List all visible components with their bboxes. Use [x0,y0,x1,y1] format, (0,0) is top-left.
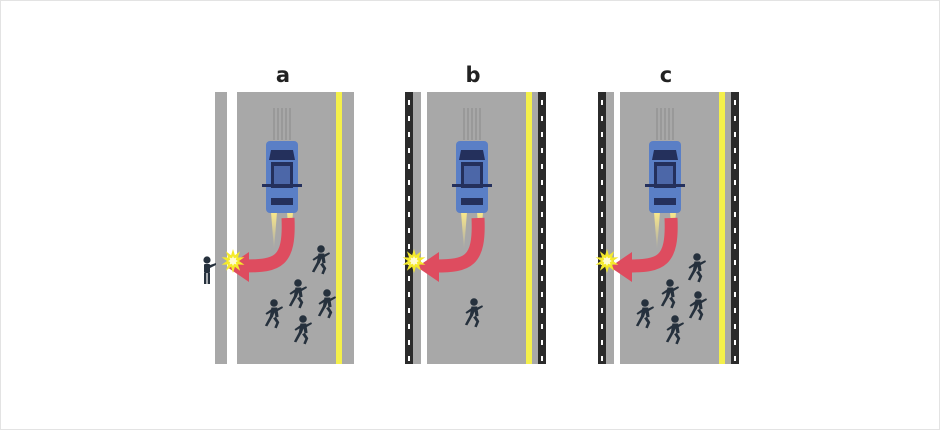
impact-core [228,256,238,266]
barrier-dash [734,100,736,105]
panel-label: c [660,63,672,87]
barrier-dash [408,180,410,185]
barrier-dash [734,116,736,121]
barrier-dash [601,132,603,137]
center-line [719,92,725,364]
barrier-dash [541,196,543,201]
barrier-dash [408,340,410,345]
barrier-dash [734,308,736,313]
road-right [725,92,731,364]
swerve-arrow-icon [610,217,678,282]
barrier-dash [734,148,736,153]
swerve-arrow-icon [417,217,485,282]
road-right-edge [348,92,354,364]
impact-core [409,256,419,266]
barrier-dash [408,116,410,121]
barrier-dash [541,356,543,361]
lane-line [421,92,427,364]
sidewalk-strip [215,92,227,364]
exhaust-flame [654,212,660,250]
barrier-dash [541,324,543,329]
pedestrian-sidewalk-icon [203,256,216,284]
barrier-dash [541,116,543,121]
barrier-dash [734,244,736,249]
barrier-dash [408,164,410,169]
barrier-dash [734,324,736,329]
barrier-dash [601,324,603,329]
barrier-dash [734,228,736,233]
barrier-dash [601,244,603,249]
barrier-dash [601,292,603,297]
panel-a: a [203,63,354,364]
barrier-dash [601,196,603,201]
barrier-dash [734,260,736,265]
barrier-dash [541,260,543,265]
exhaust-flame [271,212,277,250]
barrier-dash [408,148,410,153]
barrier-dash [734,212,736,217]
barrier-dash [601,228,603,233]
barrier-dash [601,100,603,105]
barrier-dash [408,276,410,281]
barrier-dash [408,292,410,297]
barrier-dash [734,340,736,345]
impact-core [602,256,612,266]
barrier-dash [541,164,543,169]
barrier-dash [541,292,543,297]
lane-line [231,92,237,364]
road-right [532,92,538,364]
barrier-dash [601,164,603,169]
barrier-dash [541,276,543,281]
barrier-dash [601,148,603,153]
barrier-dash [541,228,543,233]
exhaust-flame [461,212,467,250]
barrier-dash [541,308,543,313]
barrier-dash [541,340,543,345]
barrier-dash [601,276,603,281]
center-line [526,92,532,364]
panel-b: b [402,63,546,364]
car-icon [645,141,685,213]
lane-line [614,92,620,364]
barrier-dash [541,212,543,217]
barrier-dash [541,100,543,105]
barrier-dash [408,196,410,201]
barrier-dash [408,132,410,137]
barrier-dash [408,244,410,249]
panel-label: a [276,63,290,87]
barrier-dash [601,180,603,185]
center-line [336,92,342,364]
barrier-dash [541,132,543,137]
barrier-dash [734,292,736,297]
barrier-dash [734,132,736,137]
barrier-dash [541,148,543,153]
barrier-dash [734,180,736,185]
barrier-dash [734,356,736,361]
barrier-dash [408,324,410,329]
road-shoulder [413,92,421,364]
barrier-dash [601,116,603,121]
barrier-dash [408,356,410,361]
barrier-dash [734,196,736,201]
barrier-dash [601,356,603,361]
barrier-dash [541,244,543,249]
barrier-dash [408,212,410,217]
barrier-dash [601,212,603,217]
road-right [342,92,348,364]
barrier-dash [408,228,410,233]
barrier-dash [408,308,410,313]
barrier-dash [408,100,410,105]
barrier-dash [541,180,543,185]
car-icon [262,141,302,213]
barrier-dash [601,308,603,313]
panel-c: c [595,63,739,364]
panel-label: b [465,63,480,87]
car-icon [452,141,492,213]
barrier-dash [601,340,603,345]
barrier-dash [734,276,736,281]
road-shoulder [606,92,614,364]
barrier-dash [734,164,736,169]
